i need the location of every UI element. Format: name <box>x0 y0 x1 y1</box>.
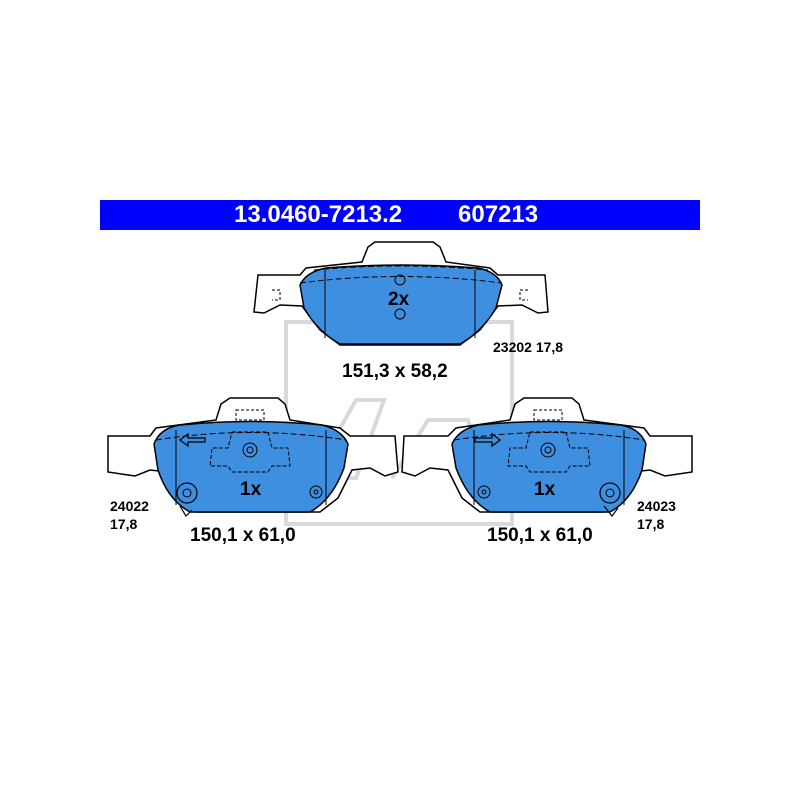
right-pad-dimensions: 150,1 x 61,0 <box>487 525 593 546</box>
left-brake-pad <box>107 397 399 517</box>
right-pad-thickness: 17,8 <box>637 516 665 532</box>
header-banner: 13.0460-7213.2 607213 <box>100 200 700 230</box>
top-pad-friction-material <box>299 264 503 345</box>
right-pad-code: 24023 <box>637 498 676 514</box>
top-pad-quantity: 2x <box>388 289 410 310</box>
top-brake-pad <box>253 241 549 346</box>
arrow-right-icon <box>474 432 501 448</box>
top-pad-code: 23202 17,8 <box>493 339 564 355</box>
reference-number: 607213 <box>458 201 539 228</box>
wear-sensor-icon <box>176 482 198 517</box>
left-pad-friction-material <box>153 420 349 513</box>
right-pad-quantity: 1x <box>534 479 556 500</box>
arrow-left-icon <box>179 432 206 448</box>
left-pad-dimensions: 150,1 x 61,0 <box>190 525 296 546</box>
left-pad-code: 24022 <box>110 498 149 514</box>
wear-sensor-icon <box>599 482 621 517</box>
top-pad-dimensions: 151,3 x 58,2 <box>342 361 448 382</box>
right-brake-pad <box>401 397 693 517</box>
left-pad-thickness: 17,8 <box>110 516 138 532</box>
right-pad-friction-material <box>451 420 647 513</box>
left-pad-quantity: 1x <box>240 479 262 500</box>
part-number: 13.0460-7213.2 <box>234 201 403 228</box>
